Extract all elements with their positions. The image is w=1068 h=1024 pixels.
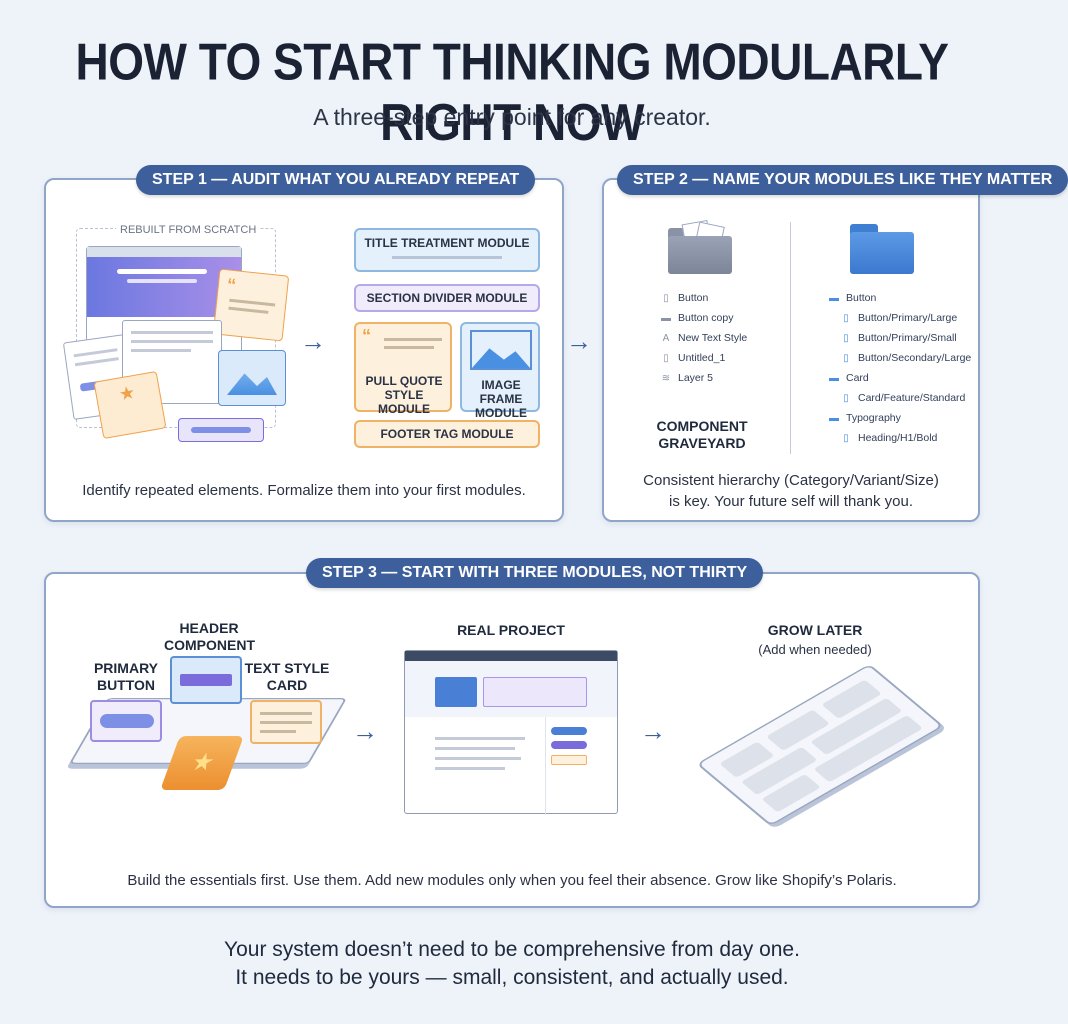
real-project-label: REAL PROJECT [457,622,565,638]
graveyard-item: Untitled_1 [678,352,726,364]
star-icon: ★ [117,382,137,405]
graveyard-item: New Text Style [678,332,748,344]
pull-quote-module: “ PULL QUOTE STYLE MODULE [354,322,452,416]
divider [790,222,791,454]
header-component-card [170,656,242,704]
step1-to-step2-arrow: → [566,326,592,357]
footer-tag-module: FOOTER TAG MODULE [354,420,540,448]
graveyard-label: COMPONENT GRAVEYARD [656,418,748,451]
project-button [551,741,587,749]
closing-statement: Your system doesn’t need to be comprehen… [0,936,1024,992]
scratch-label: REBUILT FROM SCRATCH [116,224,261,236]
button-sample [178,418,264,442]
step2-caption: Consistent hierarchy (Category/Variant/S… [612,470,970,512]
tree-item-label: Button/Primary/Small [858,332,957,344]
file-icon: ▯ [843,352,849,364]
step1-caption: Identify repeated elements. Formalize th… [82,482,526,499]
star-card: ★ [93,370,167,440]
grow-later-label: GROW LATER [767,622,863,638]
right-arrow-icon: → [352,716,378,746]
tree-item-label: Button [846,292,877,304]
title-treatment-label: TITLE TREATMENT MODULE [364,236,530,250]
module-grid-platform [696,663,944,827]
text-style-card-label: TEXT STYLE CARD [244,660,330,693]
step2-panel [602,178,980,522]
list-item: ≋ Layer 5 [660,368,747,388]
file-icon: ▯ [843,332,849,344]
quote-icon: “ [225,274,238,296]
project-button [551,727,587,735]
real-project-window [404,650,618,815]
graveyard-item: Button copy [678,312,734,324]
image-icon [470,330,532,370]
grow-later-sub: (Add when needed) [758,642,872,657]
graveyard-list: ▯ Button ▬ Button copy A New Text Style ▯ Un… [660,288,747,388]
quote-icon: “ [362,326,371,346]
step2-caption-line2: is key. Your future self will thank you. [668,493,913,510]
tree-item: ▯ Button/Primary/Large [828,308,971,328]
quote-card: “ [212,268,290,342]
list-item: ▯ Untitled_1 [660,348,747,368]
tree-item-label: Button/Secondary/Large [858,352,972,364]
step3-pill: STEP 3 — START WITH THREE MODULES, NOT T… [306,558,764,588]
image-frame-module: IMAGE FRAME MODULE [460,322,540,420]
image-frame-label: IMAGE FRAME MODULE [475,378,527,420]
right-arrow-icon: → [300,326,326,356]
tree-item-label: Button/Primary/Large [858,312,958,324]
tidy-tree: ▬ Button ▯ Button/Primary/Large ▯ Button/Prim… [828,288,971,448]
folder-icon: ▬ [829,292,839,304]
text-style-card [250,700,322,744]
file-icon: ▯ [663,292,669,304]
tree-item: ▯ Button/Primary/Small [828,328,971,348]
step1-pill: STEP 1 — AUDIT WHAT YOU ALREADY REPEAT [136,165,536,195]
blue-folder-icon [850,224,914,274]
graveyard-item: Layer 5 [678,372,714,384]
layers-icon: ≋ [661,372,671,384]
folder-icon: ▬ [829,412,839,424]
list-item: ▬ Button copy [660,308,747,328]
primary-button-label: PRIMARY BUTTON [93,660,159,693]
closing-line2: It needs to be yours — small, consistent… [235,966,789,989]
tree-item-label: Typography [846,412,901,424]
tree-item: ▯ Button/Secondary/Large [828,348,971,368]
tree-item: ▯ Card/Feature/Standard [828,388,971,408]
primary-button-card [90,700,162,742]
section-divider-module: SECTION DIVIDER MODULE [354,284,540,312]
project-card [551,755,587,765]
header-component-label: HEADER COMPONENT [164,620,255,653]
tree-item: ▬ Button [828,288,971,308]
page-subtitle: A three-step entry point for any creator… [313,104,711,130]
gray-folder-icon [668,219,732,274]
image-card [218,350,286,406]
file-icon: ▯ [843,432,849,444]
right-arrow-icon: → [566,326,592,356]
list-item: A New Text Style [660,328,748,348]
right-arrow-icon: → [640,716,666,746]
tree-item: ▬ Card [828,368,971,388]
tree-item-label: Card [846,372,869,384]
step2-pill: STEP 2 — NAME YOUR MODULES LIKE THEY MAT… [617,165,1068,195]
tree-item-label: Heading/H1/Bold [858,432,938,444]
page-title: HOW TO START THINKING MODULARLY RIGHT NO… [75,32,949,152]
text-icon: A [662,332,670,344]
folder-icon: ▬ [829,372,839,384]
image-icon [227,373,277,395]
list-item: ▯ Button [660,288,747,308]
pull-quote-label: PULL QUOTE STYLE MODULE [365,374,443,416]
star-icon: ★ [187,749,219,776]
file-icon: ▯ [663,352,669,364]
tree-item: ▬ Typography [828,408,971,428]
file-icon: ▯ [843,392,849,404]
tree-item-label: Card/Feature/Standard [858,392,966,404]
scratch-collage: REBUILT FROM SCRATCH “ ★ [62,220,296,450]
tree-item: ▯ Heading/H1/Bold [828,428,971,448]
file-icon: ▯ [843,312,849,324]
graveyard-item: Button [678,292,709,304]
bar-icon: ▬ [661,312,671,324]
step3-caption: Build the essentials first. Use them. Ad… [127,872,897,889]
closing-line1: Your system doesn’t need to be comprehen… [224,938,800,961]
title-treatment-module: TITLE TREATMENT MODULE [354,228,540,272]
step2-caption-line1: Consistent hierarchy (Category/Variant/S… [643,472,939,489]
